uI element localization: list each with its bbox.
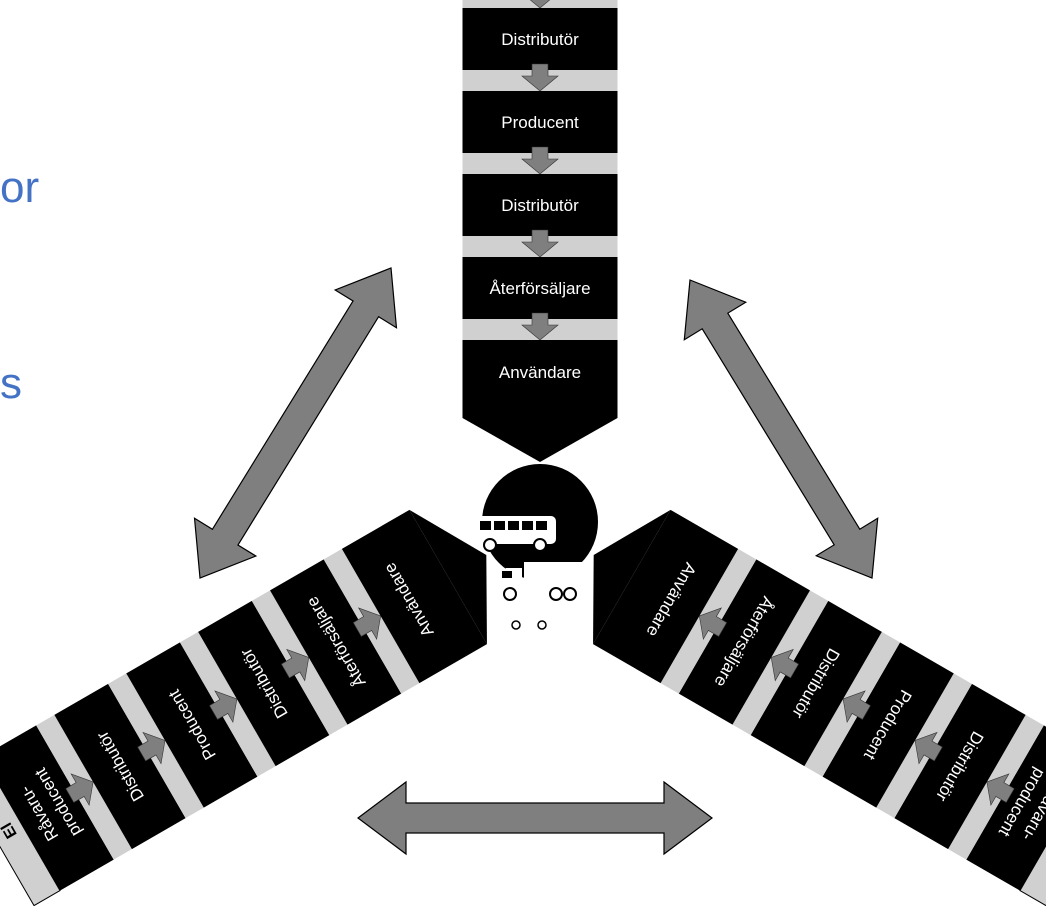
chain-el-title: El — [0, 819, 21, 841]
chain-biodiesel-flow-arrow-2 — [914, 731, 943, 765]
chain-biodiesel-flow-arrow-3 — [842, 690, 871, 723]
chain-el-flow-arrow-2 — [137, 731, 166, 765]
bus-icon — [474, 516, 556, 552]
side-fragment-top: or — [0, 163, 40, 212]
chain-biodiesel-tip — [593, 509, 671, 645]
chain-biogas-step-3-box — [462, 91, 618, 153]
chain-biodiesel-step-5-box — [678, 559, 810, 725]
chain-biodiesel: BiodieselRåvaru-producentDistributörProd… — [593, 509, 1046, 906]
double-arrow-biodiesel-el — [357, 780, 713, 856]
chain-biogas-flow-arrow-5 — [521, 312, 559, 341]
car-icon — [506, 610, 552, 630]
chain-el-step-2-box — [54, 683, 186, 850]
chain-biogas-step-6-box — [462, 340, 618, 418]
chain-biogas-step-4-box — [462, 174, 618, 236]
chain-biogas-flow-arrow-1 — [529, 0, 551, 9]
chain-el-step-5-box — [270, 559, 402, 725]
chain-el-flow-arrow-1 — [65, 773, 94, 806]
double-arrows — [193, 267, 879, 856]
double-arrow-biogas-biodiesel — [193, 267, 398, 579]
truck-icon — [498, 562, 582, 601]
chain-biodiesel-flow-arrow-4 — [770, 648, 800, 682]
chain-el-step-6-box — [341, 509, 487, 684]
chain-biogas-step-3-label: Producent — [501, 113, 579, 132]
chain-biogas-step-5-label: Återförsäljare — [489, 279, 590, 298]
chain-biogas-tip — [462, 418, 618, 462]
double-arrow-biogas-el — [683, 279, 879, 579]
chain-biodiesel-flow-arrow-1 — [986, 773, 1015, 806]
chain-biodiesel-step-6-box — [593, 509, 739, 684]
chain-biogas-step-6-label: Användare — [499, 363, 581, 382]
vehicle-icons — [474, 516, 582, 630]
chain-el-flow-arrow-5 — [352, 607, 381, 640]
chain-biogas: BiogasRåvaru-producentDistributörProduce… — [462, 0, 618, 462]
chain-el-step-4-box — [198, 600, 330, 767]
chain-biodiesel-flow-arrow-5 — [699, 607, 728, 640]
chain-biogas-step-5-box — [462, 257, 618, 319]
chain-biogas-step-2-box — [462, 8, 618, 70]
chain-biodiesel-step-1-box — [966, 725, 1046, 891]
chain-el-step-3-box — [126, 642, 258, 808]
chain-el-step-1-box — [0, 725, 114, 891]
chain-el-flow-arrow-4 — [280, 648, 310, 682]
chain-el-flow-arrow-3 — [209, 690, 238, 723]
chain-biogas-flow-arrow-4 — [521, 229, 559, 258]
chain-biogas-step-4-label: Distributör — [501, 196, 579, 215]
chain-biogas-flow-arrow-3 — [521, 146, 559, 175]
chain-biogas-flow-arrow-2 — [521, 63, 559, 92]
chain-biogas-step-2-label: Distributör — [501, 30, 579, 49]
chain-el-tip — [409, 509, 487, 645]
chain-biodiesel-step-4-box — [750, 600, 882, 767]
side-fragment-bottom: s — [0, 359, 22, 408]
chain-biodiesel-step-2-box — [894, 683, 1026, 850]
chain-biodiesel-step-3-box — [822, 642, 954, 808]
